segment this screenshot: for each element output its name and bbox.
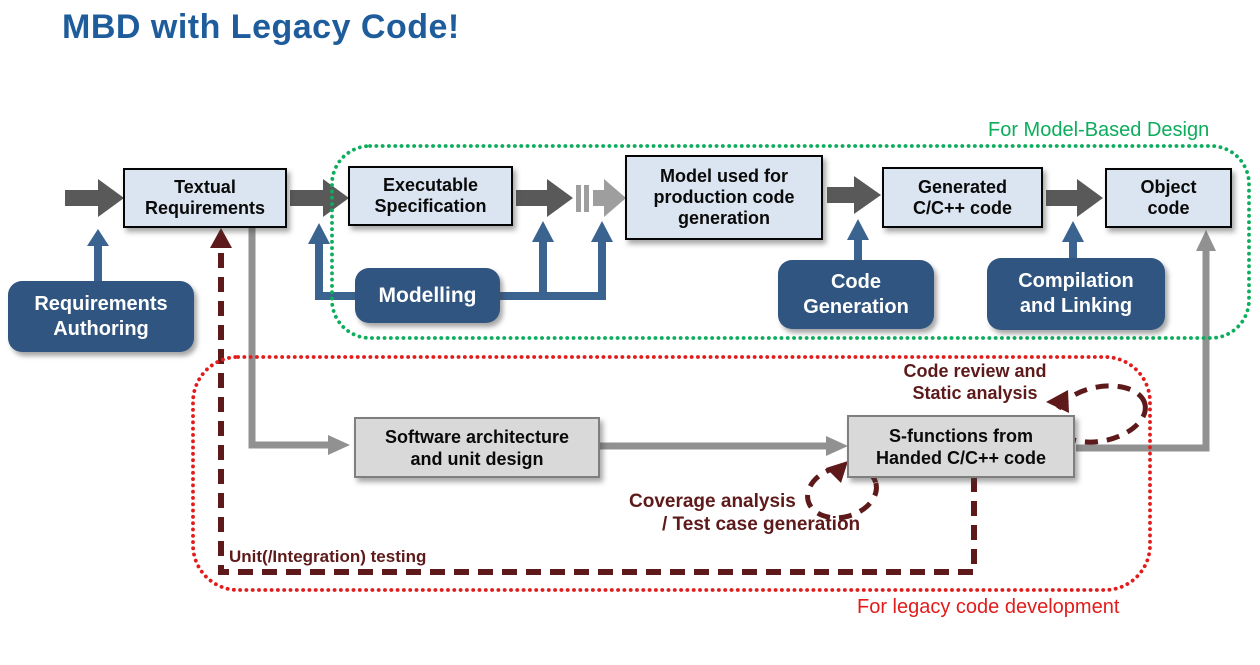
box-requirements-authoring: Requirements Authoring: [8, 281, 194, 352]
arrow-code-generation: [847, 219, 869, 261]
label-test-case-generation: / Test case generation: [662, 514, 861, 535]
connector-sfunctions-to-object-code: [1076, 230, 1216, 452]
page-title: MBD with Legacy Code!: [62, 8, 460, 46]
box-model-production-code: Model used for production code generatio…: [625, 155, 823, 240]
box-s-functions: S-functions from Handed C/C++ code: [847, 415, 1075, 478]
box-code-generation: Code Generation: [778, 260, 934, 329]
flow-arrow-after-executable: [516, 179, 573, 217]
box-generated-code: Generated C/C++ code: [882, 167, 1043, 228]
flow-arrow-model-to-generated: [827, 176, 881, 214]
region-outline-legacy-code: [191, 355, 1152, 592]
arrow-modelling-right: [499, 221, 613, 300]
box-modelling: Modelling: [355, 268, 500, 323]
label-for-model-based-design: For Model-Based Design: [988, 119, 1210, 141]
label-for-legacy-code-development: For legacy code development: [857, 596, 1120, 618]
connector-requirements-to-software-arch: [248, 226, 350, 455]
flow-arrow-generated-to-object: [1046, 179, 1103, 217]
label-coverage-analysis: Coverage analysis: [629, 491, 796, 512]
arrow-modelling-left: [308, 223, 355, 300]
box-object-code: Object code: [1105, 168, 1232, 228]
region-outline-model-based-design: [330, 144, 1251, 340]
flow-arrow-handoff-to-model: [576, 179, 626, 217]
box-executable-specification: Executable Specification: [348, 166, 513, 226]
flow-arrow-into-textual-requirements: [65, 179, 124, 217]
loop-coverage-analysis: [805, 461, 879, 521]
flow-arrow-textual-to-executable: [290, 179, 349, 217]
label-unit-integration-testing: Unit(/Integration) testing: [229, 547, 427, 566]
label-code-review-static-analysis: Code review and Static analysis: [903, 361, 1047, 403]
arrow-requirements-authoring: [87, 229, 109, 282]
arrow-compilation-linking: [1062, 221, 1084, 259]
box-textual-requirements: Textual Requirements: [123, 168, 287, 228]
box-software-architecture: Software architecture and unit design: [354, 417, 600, 478]
box-compilation-linking: Compilation and Linking: [987, 258, 1165, 330]
connector-software-arch-to-sfunctions: [600, 436, 848, 456]
dashed-unit-testing-path: [210, 228, 977, 575]
